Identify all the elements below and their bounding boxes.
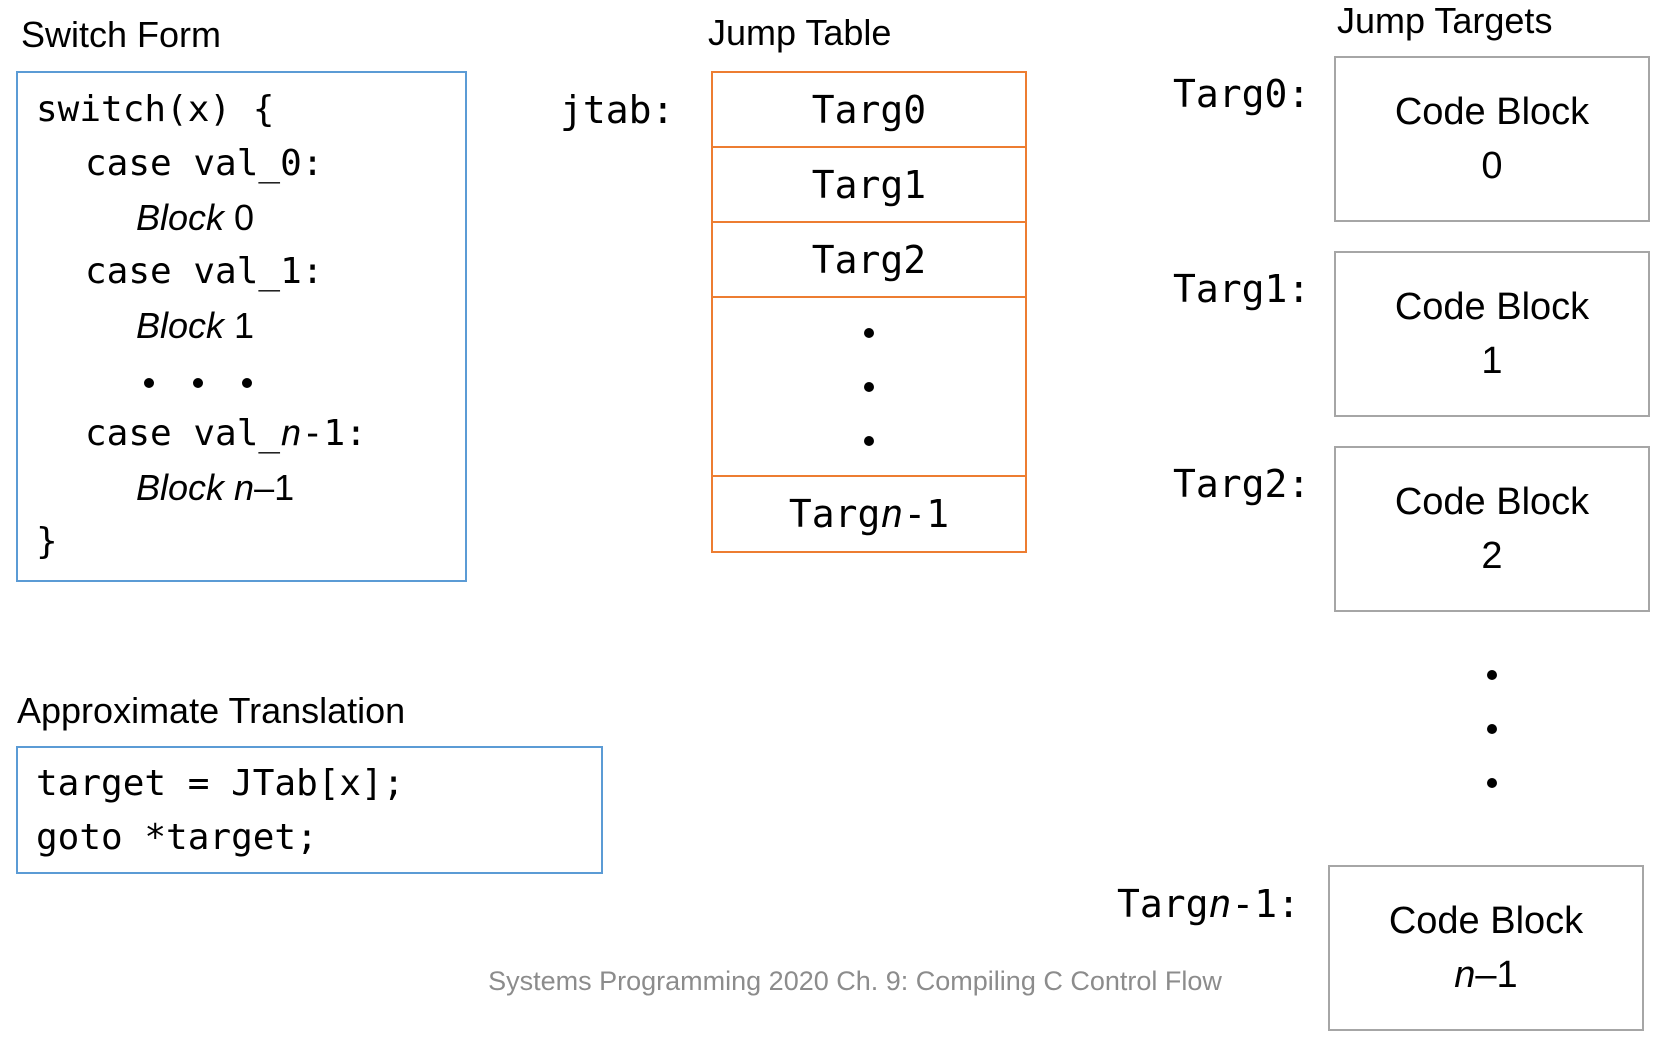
last-label-italic: n [1208,882,1232,926]
jump-table-ellipsis [713,298,1025,477]
target-label-2: Targ2: [1173,462,1311,506]
code-block-title: Code Block [1394,286,1590,328]
dot [864,327,874,338]
close-brace: } [36,521,58,562]
target-label-last: Targn-1: [1117,882,1300,926]
dot [864,435,874,446]
code-block-0: Code Block 0 [1334,56,1650,222]
switch-form-heading: Switch Form [21,14,222,55]
last-entry-pre: Targ [788,492,881,536]
code-block-num-last: n–1 [1454,948,1517,1002]
last-label-post: -1: [1231,882,1301,926]
block-0-line: Block 0 [136,200,254,236]
block-n-num: –1 [254,467,295,508]
code-block-title: Code Block [1394,481,1590,523]
block-0-num: 0 [224,197,255,238]
case-n-line: case val_n-1: [85,416,367,452]
code-block-num: 0 [1481,145,1503,187]
target-label-0: Targ0: [1173,72,1311,116]
code-block-last: Code Block n–1 [1328,865,1644,1031]
case-n-post: -1: [301,413,367,454]
jump-targets-heading: Jump Targets [1337,0,1553,41]
jump-table-heading: Jump Table [708,12,892,53]
targets-ellipsis [1487,670,1499,790]
last-entry-italic: n [880,492,904,536]
switch-form-box: switch(x) { case val_0: Block 0 case val… [16,71,467,582]
jump-table-entry-1: Targ1 [713,148,1025,223]
case-n-pre: case val_ [85,413,281,454]
jump-table-entry-0: Targ0 [713,73,1025,148]
switch-line: switch(x) { [36,89,275,130]
case-0-line: case val_0: [85,143,324,184]
translation-line-1: target = JTab[x]; [36,763,405,804]
dot [1487,724,1497,734]
last-block-italic: n [1454,954,1476,996]
jump-table-entry-2: Targ2 [713,223,1025,298]
code-block-2: Code Block 2 [1334,446,1650,612]
ellipsis-dots [144,378,254,390]
case-1-line: case val_1: [85,251,324,292]
code-block-num: 1 [1481,340,1503,382]
dot [1487,670,1497,680]
translation-heading: Approximate Translation [17,690,406,731]
code-block-title: Code Block [1388,900,1584,942]
block-1-italic: Block [136,305,225,346]
translation-box: target = JTab[x]; goto *target; [16,746,603,874]
code-block-1: Code Block 1 [1334,251,1650,417]
block-n-italic: Block n [136,467,255,508]
dot [1487,778,1497,788]
block-1-line: Block 1 [136,308,254,344]
block-0-italic: Block [136,197,225,238]
case-n-italic: n [280,413,302,454]
translation-line-2: goto *target; [36,817,318,858]
target-label-1: Targ1: [1173,267,1311,311]
slide-footer: Systems Programming 2020 Ch. 9: Compilin… [488,966,1222,996]
code-block-title: Code Block [1394,91,1590,133]
block-1-num: 1 [224,305,255,346]
code-block-num: 2 [1481,535,1503,577]
block-n-line: Block n–1 [136,470,294,506]
jtab-label: jtab: [560,88,675,132]
dot [864,381,874,392]
last-label-pre: Targ [1117,882,1209,926]
last-entry-post: -1 [903,492,950,536]
last-block-num: –1 [1475,954,1518,996]
